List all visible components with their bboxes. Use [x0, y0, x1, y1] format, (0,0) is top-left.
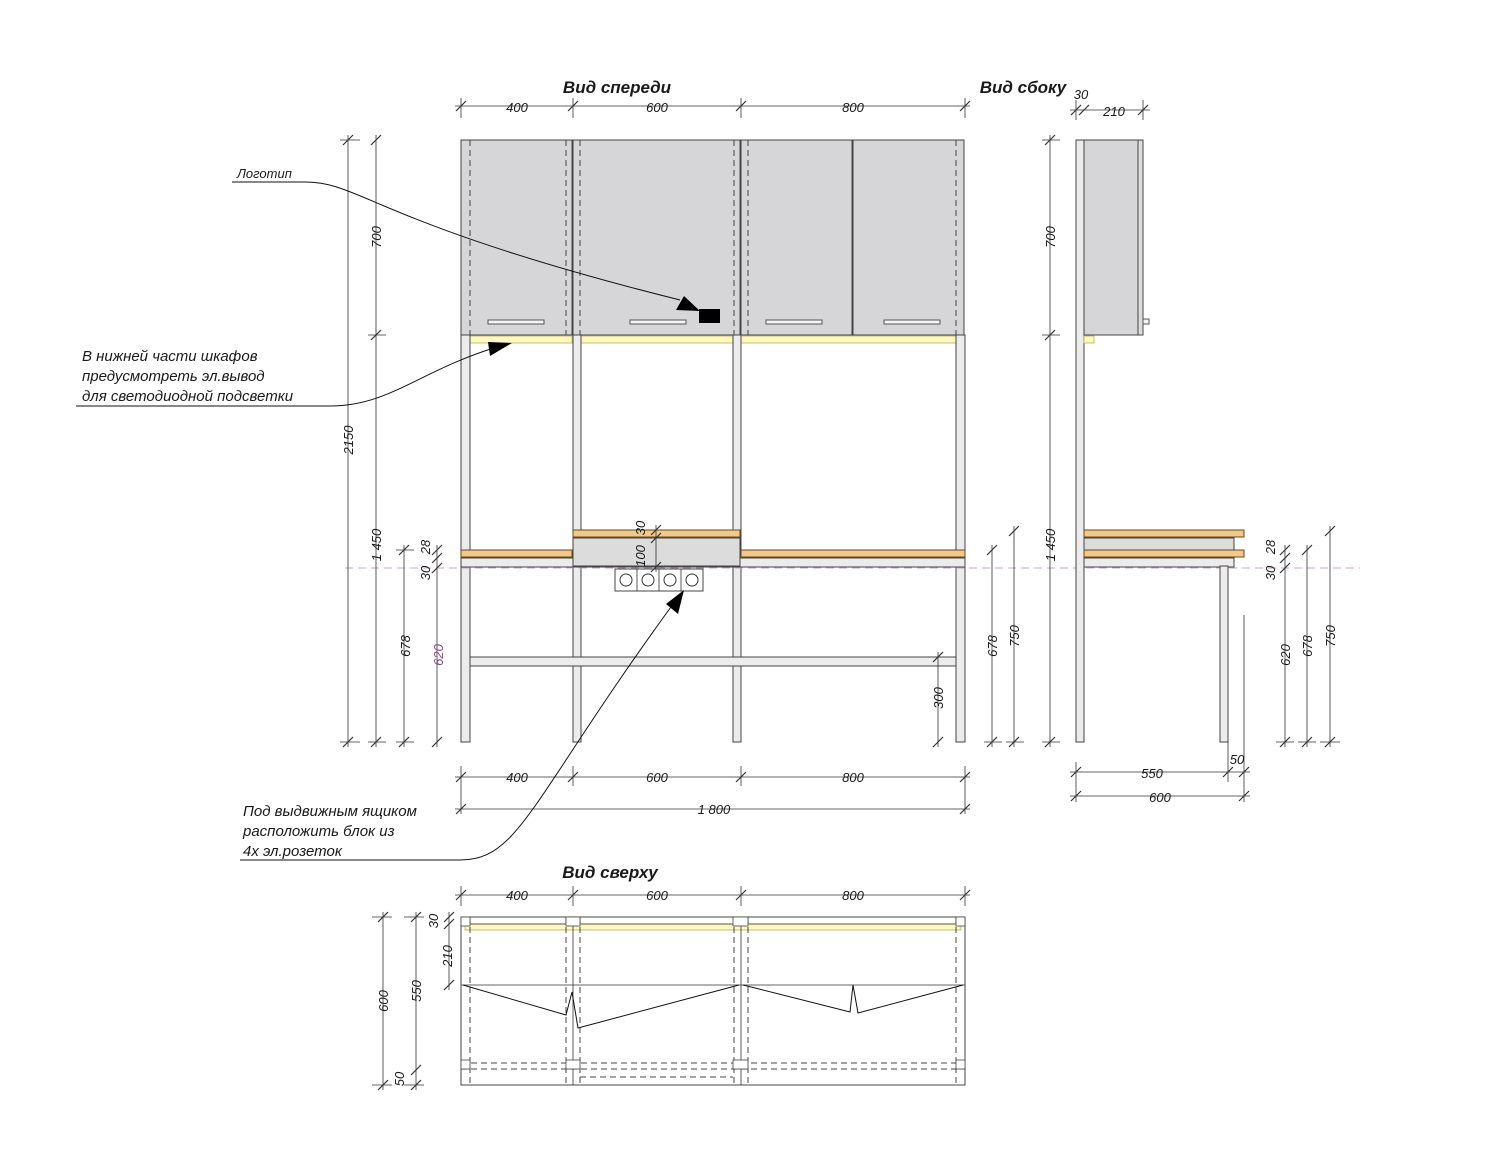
wall-cabinet-3 [740, 139, 853, 336]
note-sockets-line-1: Под выдвижным ящиком [243, 803, 417, 820]
dim-top-600-depth: 600 [376, 989, 391, 1011]
side-drawer-top [1083, 529, 1245, 538]
dim-side-50: 50 [1230, 752, 1245, 767]
annotations: Логотип В нижней части шкафов предусмотр… [76, 166, 700, 861]
dim-678: 678 [398, 634, 413, 656]
dim-side-550: 550 [1141, 766, 1163, 781]
front-view-title: Вид спереди [563, 78, 672, 97]
side-post [1075, 139, 1085, 743]
dim-side-30: 30 [1074, 87, 1089, 102]
cabinet-handle [883, 319, 941, 325]
frame-post [955, 334, 966, 743]
led-strip [579, 335, 734, 344]
dim-top-210: 210 [440, 944, 455, 967]
logo-mark [699, 309, 720, 323]
frame-post [460, 334, 471, 743]
dim-top-550: 550 [409, 979, 424, 1001]
top-view: Вид сверху 400 600 800 [372, 863, 971, 1091]
front-view: Вид спереди [345, 78, 1360, 743]
wall-cabinet-4 [852, 139, 965, 336]
top-view-title: Вид сверху [562, 863, 659, 882]
dim-top-50: 50 [392, 1071, 407, 1086]
dim-30-drawer: 30 [633, 520, 648, 535]
dim-side-1450: 1 450 [1043, 528, 1058, 561]
side-cabinet [1083, 139, 1143, 336]
dim-top-30: 30 [426, 913, 441, 928]
dim-100: 100 [633, 544, 648, 566]
led-strip [467, 335, 573, 344]
dim-700: 700 [369, 225, 384, 247]
dim-800: 800 [842, 100, 864, 115]
dim-600: 600 [646, 100, 668, 115]
note-sockets-line-2: расположить блок из [242, 823, 395, 840]
note-led-line-3: для светодиодной подсветки [82, 388, 294, 405]
note-led-line-1: В нижней части шкафов [82, 348, 258, 365]
side-view-title: Вид сбоку [980, 78, 1068, 97]
top-plan-outline [460, 916, 966, 1086]
dim-2150: 2150 [341, 425, 356, 456]
cabinet-handle [629, 319, 687, 325]
dim-400-bottom: 400 [506, 770, 528, 785]
dim-top-800: 800 [842, 888, 864, 903]
drawer-box [572, 537, 741, 567]
dim-side-210: 210 [1102, 104, 1125, 119]
note-led-line-2: предусмотреть эл.вывод [82, 368, 265, 385]
side-leg [1219, 565, 1229, 743]
wall-cabinet-2 [572, 139, 741, 336]
dim-600-bottom: 600 [646, 770, 668, 785]
worktop-right [740, 549, 966, 558]
dim-1800: 1 800 [698, 802, 731, 817]
dim-side-28: 28 [1263, 539, 1278, 555]
worktop-left [460, 549, 573, 558]
wall-cabinet-1 [460, 139, 573, 336]
dim-top-400: 400 [506, 888, 528, 903]
drawer-top [572, 529, 741, 538]
dim-1450: 1 450 [369, 528, 384, 561]
side-worktop [1083, 549, 1245, 558]
lower-rail [469, 656, 957, 667]
socket-block [614, 568, 704, 592]
note-sockets-line-3: 4х эл.розеток [243, 843, 343, 860]
dim-400: 400 [506, 100, 528, 115]
led-strip [740, 335, 957, 344]
note-logo: Логотип [236, 166, 292, 181]
dim-28: 28 [418, 539, 433, 555]
front-dimensions: 400 600 800 400 600 800 1 800 2150 700 [340, 98, 1024, 817]
dim-30: 30 [418, 565, 433, 580]
cabinet-handle [487, 319, 545, 325]
cabinet-handle [765, 319, 823, 325]
dim-300: 300 [931, 686, 946, 708]
dim-side-678: 678 [1300, 634, 1315, 656]
side-view: Вид сбоку 30 210 700 1 450 [980, 78, 1340, 805]
dim-750: 750 [1007, 624, 1022, 646]
dim-620: 620 [431, 643, 446, 665]
dim-top-600: 600 [646, 888, 668, 903]
top-led-strip [464, 923, 962, 931]
dim-side-600: 600 [1149, 790, 1171, 805]
dim-800-bottom: 800 [842, 770, 864, 785]
dim-side-30-h: 30 [1263, 565, 1278, 580]
dim-side-620: 620 [1278, 643, 1293, 665]
dim-678-right: 678 [985, 634, 1000, 656]
dim-side-700: 700 [1043, 225, 1058, 247]
dim-side-750: 750 [1323, 624, 1338, 646]
